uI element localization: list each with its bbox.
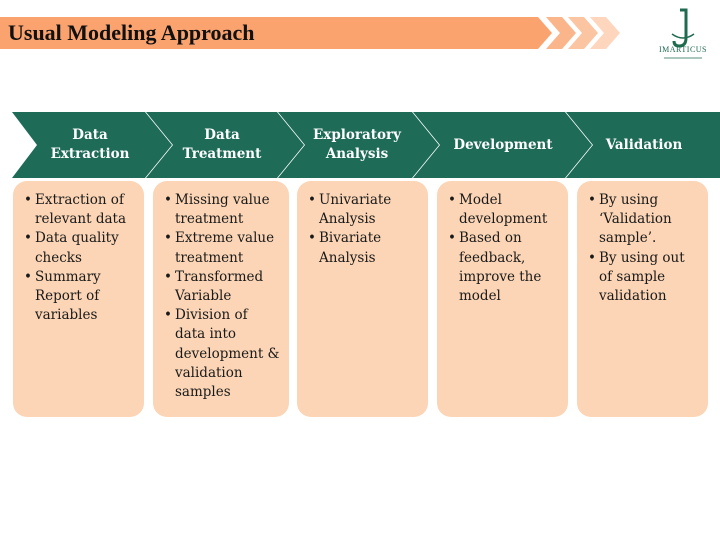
list-item: Extreme value treatment — [163, 229, 281, 267]
logo-text: IMARTICUS — [658, 45, 708, 54]
step-chevron-4 — [413, 112, 592, 178]
step-label-data-treatment: Data Treatment — [182, 127, 262, 162]
list-item: Extraction of relevant data — [23, 191, 136, 229]
list-item: Summary Report of variables — [23, 268, 136, 326]
card-data-treatment: Missing value treatment Extreme value tr… — [153, 181, 289, 417]
imarticus-logo — [664, 8, 702, 59]
step-chevron-5 — [566, 112, 720, 178]
step-label-development: Development — [453, 136, 553, 153]
list-item: Missing value treatment — [163, 191, 281, 229]
step-chevron-3 — [278, 112, 439, 178]
list-item: Bivariate Analysis — [307, 229, 420, 267]
list-item: Data quality checks — [23, 229, 136, 267]
card-exploratory-analysis: Univariate Analysis Bivariate Analysis — [297, 181, 428, 417]
step-chevron-2 — [146, 112, 304, 178]
card-development: Model development Based on feedback, imp… — [437, 181, 568, 417]
page-title: Usual Modeling Approach — [8, 20, 255, 45]
step-label-exploratory-analysis: Exploratory Analysis — [313, 127, 401, 162]
step-label-data-extraction: Data Extraction — [50, 127, 130, 162]
card-validation: By using ‘Validation sample’. By using o… — [577, 181, 708, 417]
list-item: By using ‘Validation sample’. — [587, 191, 700, 249]
process-flow — [12, 112, 720, 178]
title-banner — [0, 17, 552, 49]
list-item: By using out of sample validation — [587, 249, 700, 307]
list-item: Model development — [447, 191, 560, 229]
banner-chevrons — [546, 17, 620, 49]
list-item: Based on feedback, improve the model — [447, 229, 560, 306]
step-label-validation: Validation — [605, 136, 683, 153]
card-data-extraction: Extraction of relevant data Data quality… — [13, 181, 144, 417]
list-item: Univariate Analysis — [307, 191, 420, 229]
list-item: Transformed Variable — [163, 268, 281, 306]
step-chevron-1 — [12, 112, 172, 178]
list-item: Division of data into development & vali… — [163, 306, 281, 402]
